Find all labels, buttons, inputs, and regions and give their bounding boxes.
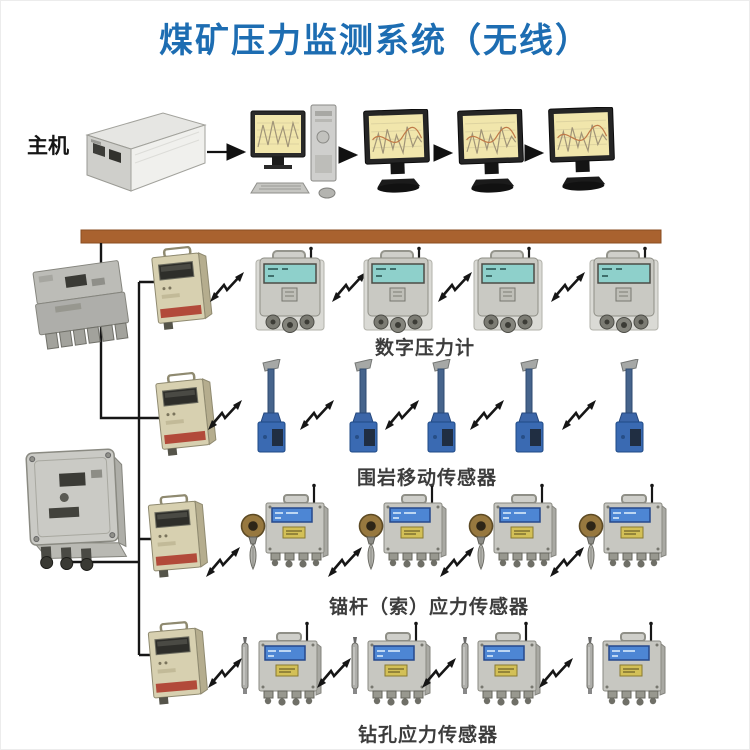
wireless-substation-1	[149, 243, 215, 332]
row-label-anchor-stress-sensor: 锚杆（索）应力传感器	[329, 597, 530, 618]
anchor-gauge-4	[578, 513, 604, 570]
anchor-gauge-2	[358, 513, 384, 570]
wireless-link-icon	[316, 657, 352, 689]
rock-movement-sensor-1	[257, 359, 286, 453]
substation-junction-box	[30, 259, 132, 351]
page-title: 煤矿压力监测系统（无线）	[159, 22, 591, 60]
anchor-stress-sensor-4	[602, 483, 667, 569]
wireless-substation-3	[146, 492, 210, 580]
display-monitor-1	[363, 109, 432, 193]
anchor-stress-sensor-1	[264, 483, 329, 569]
wireless-substation-2	[153, 369, 219, 458]
borehole-probe-1	[241, 637, 249, 695]
rock-movement-sensor-2	[349, 359, 378, 453]
display-monitor-2	[457, 109, 526, 193]
borehole-stress-sensor-2	[366, 621, 431, 707]
wireless-substation-4	[146, 619, 210, 707]
digital-pressure-gauge-1	[254, 246, 326, 334]
wireless-link-icon	[209, 271, 245, 303]
rock-movement-sensor-5	[615, 359, 644, 453]
borehole-stress-sensor-3	[476, 621, 541, 707]
row-label-digital-pressure-gauge: 数字压力计	[375, 338, 476, 359]
wireless-link-icon	[384, 399, 420, 431]
wireless-link-icon	[299, 399, 335, 431]
workstation-computer	[250, 104, 337, 199]
display-monitor-3	[548, 107, 617, 191]
host-server	[86, 112, 206, 192]
flow-arrows	[207, 143, 545, 164]
borehole-probe-3	[461, 637, 469, 695]
digital-pressure-gauge-4	[588, 246, 660, 334]
explosion-proof-junction-box	[25, 447, 128, 575]
wireless-link-icon	[205, 546, 241, 578]
wireless-link-icon	[469, 399, 505, 431]
row-label-rock-movement-sensor: 围岩移动传感器	[357, 468, 498, 489]
anchor-stress-sensor-2	[382, 483, 447, 569]
borehole-stress-sensor-4	[601, 621, 666, 707]
rock-movement-sensor-3	[427, 359, 456, 453]
rock-movement-sensor-4	[515, 359, 544, 453]
host-label: 主机	[27, 135, 69, 158]
wireless-link-icon	[207, 657, 243, 689]
digital-pressure-gauge-3	[472, 246, 544, 334]
wireless-link-icon	[327, 546, 363, 578]
digital-pressure-gauge-2	[362, 246, 434, 334]
anchor-gauge-1	[240, 513, 266, 570]
cable-bus-bar	[80, 229, 662, 244]
anchor-stress-sensor-3	[492, 483, 557, 569]
wireless-link-icon	[550, 271, 586, 303]
borehole-stress-sensor-1	[257, 621, 322, 707]
row-label-borehole-stress-sensor: 钻孔应力传感器	[358, 725, 499, 746]
borehole-probe-2	[351, 637, 359, 695]
cable-lines	[71, 243, 159, 657]
wireless-link-icon	[331, 271, 367, 303]
wireless-link-icon	[437, 271, 473, 303]
wireless-link-icon	[538, 657, 574, 689]
anchor-gauge-3	[468, 513, 494, 570]
borehole-probe-4	[586, 637, 594, 695]
wireless-link-icon	[561, 399, 597, 431]
